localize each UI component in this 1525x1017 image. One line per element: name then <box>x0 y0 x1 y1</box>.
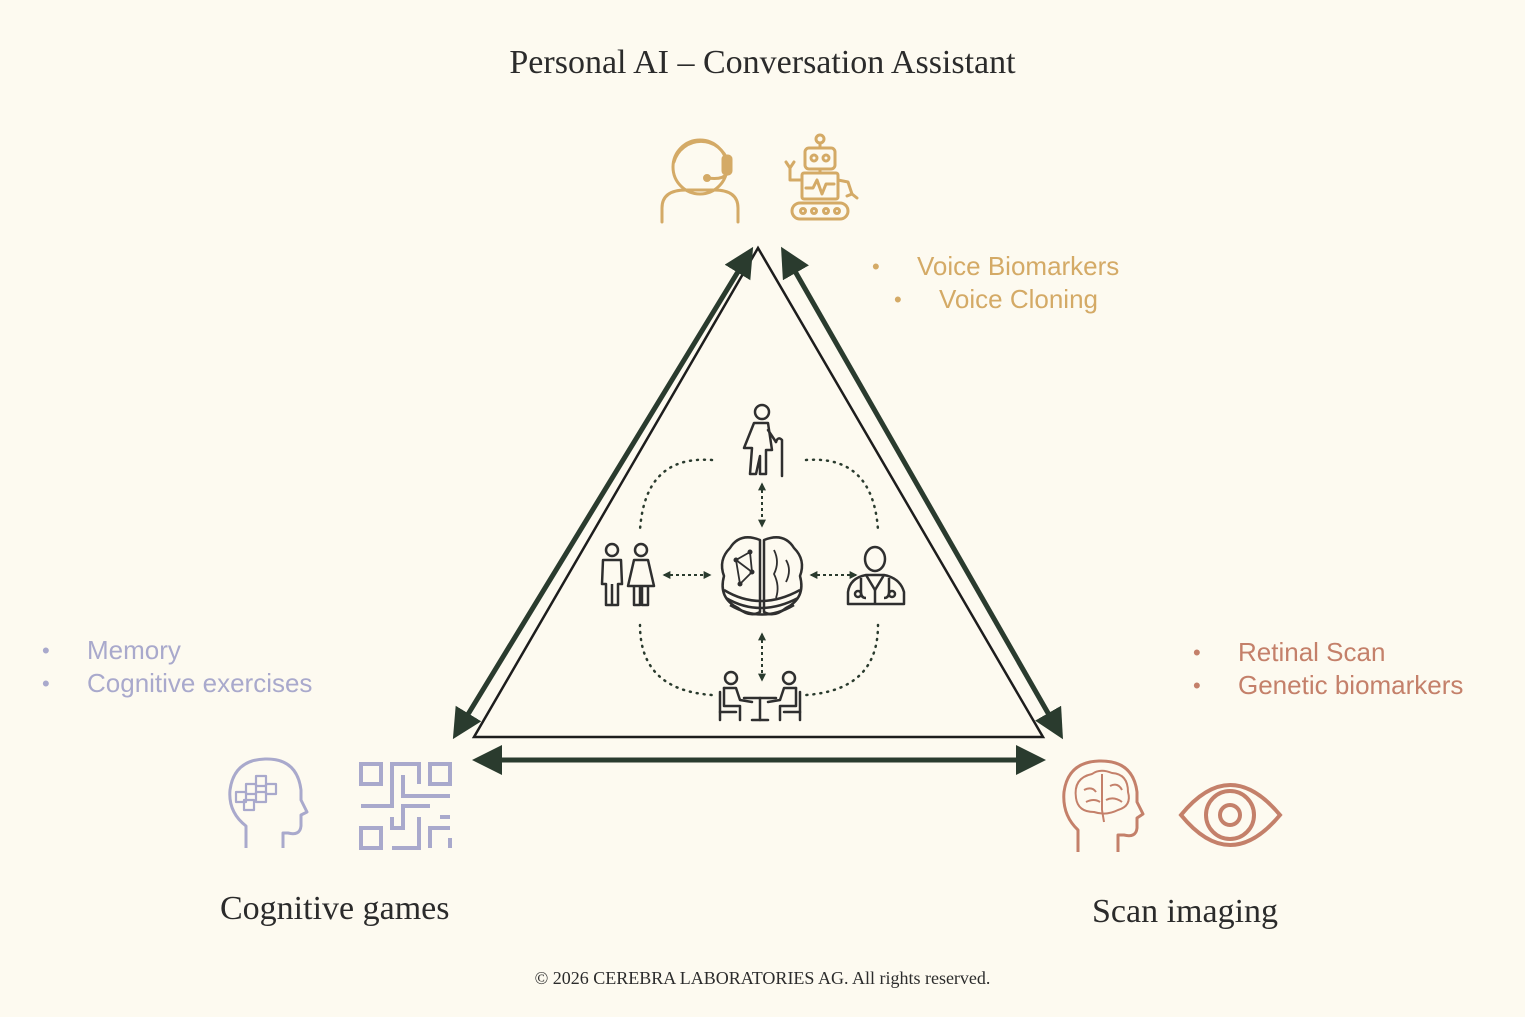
couple-icon <box>600 542 656 607</box>
center-arrows <box>662 482 858 682</box>
scan-imaging-label: Scan imaging <box>1092 893 1279 930</box>
scan-feature-item: Retinal Scan <box>1193 636 1463 669</box>
scan-feature-list: Retinal Scan Genetic biomarkers <box>1193 636 1463 702</box>
diagram-title: Personal AI – Conversation Assistant <box>509 44 1016 81</box>
scan-feature-item: Genetic biomarkers <box>1193 669 1463 702</box>
cognitive-feature-item: Cognitive exercises <box>42 667 312 700</box>
cognitive-feature-item: Memory <box>42 634 312 667</box>
arrow-left-edge <box>452 246 754 740</box>
meeting-table-icon <box>718 670 802 722</box>
brain-network-icon <box>720 536 804 616</box>
cognitive-games-label: Cognitive games <box>220 890 450 927</box>
elderly-person-icon <box>742 403 784 478</box>
brain-puzzle-head-icon <box>228 757 309 848</box>
doctor-icon <box>846 545 906 606</box>
maze-icon <box>359 762 452 850</box>
robot-icon <box>784 133 859 221</box>
copyright-footer: © 2026 CEREBRA LABORATORIES AG. All righ… <box>534 968 991 988</box>
arrow-right-edge <box>781 246 1063 740</box>
inner-triangle <box>471 245 1046 739</box>
headset-agent-icon <box>660 138 740 224</box>
cognitive-feature-list: Memory Cognitive exercises <box>42 634 312 700</box>
eye-icon <box>1178 783 1283 847</box>
dotted-ring <box>638 458 880 697</box>
brain-head-icon <box>1062 759 1145 852</box>
